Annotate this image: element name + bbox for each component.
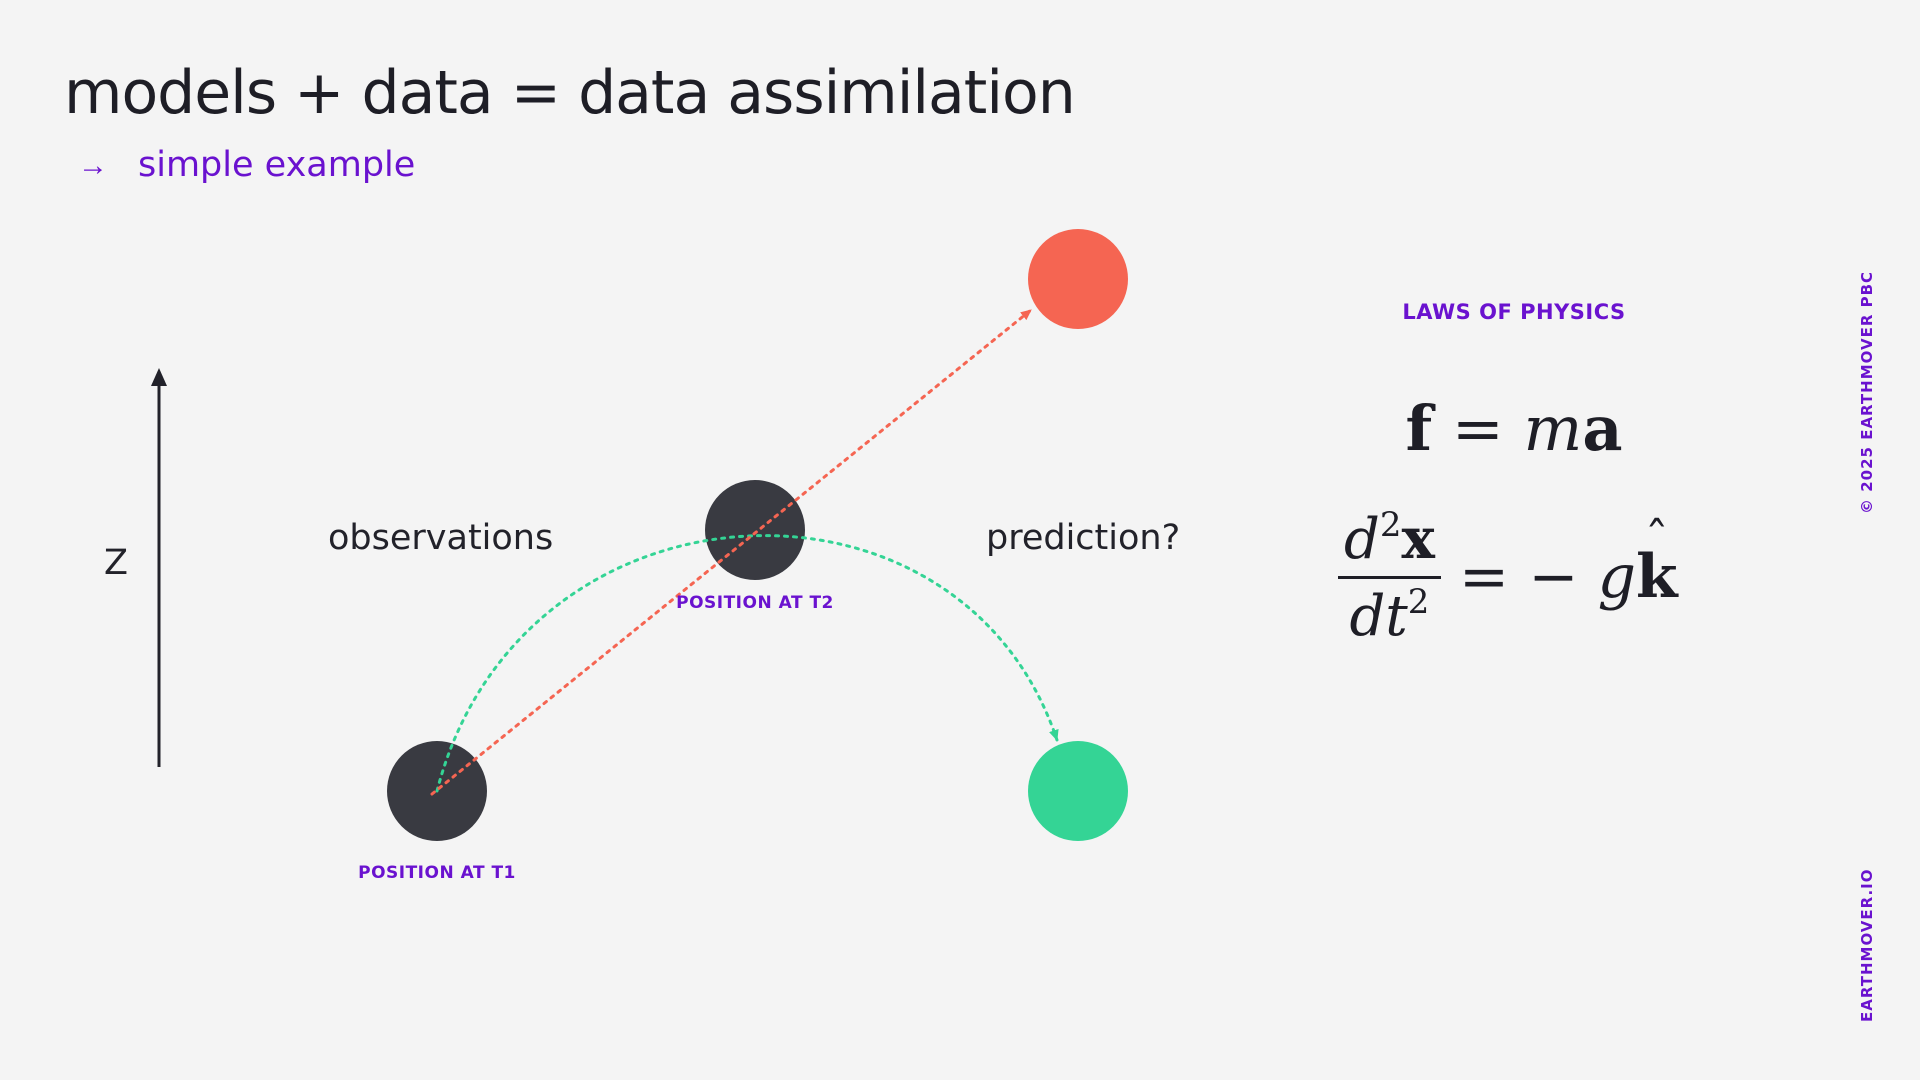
- num-x: x: [1401, 506, 1435, 572]
- linear-extrapolation-line: [430, 308, 1033, 796]
- fraction-bar: [1338, 575, 1441, 579]
- num-exponent: 2: [1379, 505, 1402, 545]
- z-axis-label: Z: [104, 543, 128, 583]
- prediction-label: prediction?: [986, 518, 1181, 558]
- fraction-denominator: dt2: [1343, 581, 1435, 649]
- ball-physics-prediction: [1028, 741, 1128, 841]
- z-axis-arrowhead: [151, 368, 167, 386]
- fraction-numerator: d2x: [1338, 505, 1441, 572]
- den-dt: dt: [1349, 583, 1408, 649]
- rhs-g: g: [1597, 542, 1637, 613]
- observations-label: observations: [328, 518, 554, 558]
- copyright-text: © 2025 EARTHMOVER PBC: [1858, 270, 1876, 514]
- position-t2-label: POSITION AT T2: [676, 593, 834, 613]
- eq1-force: f: [1405, 392, 1433, 465]
- second-derivative-fraction: d2x dt2: [1338, 505, 1441, 649]
- right-arrow-icon: →: [78, 148, 108, 182]
- ball-position-t2: [705, 480, 805, 580]
- eq1-acceleration: a: [1582, 392, 1623, 465]
- website-link[interactable]: EARTHMOVER.IO: [1858, 868, 1876, 1022]
- den-exponent: 2: [1407, 581, 1430, 622]
- rhs-minus: = −: [1458, 542, 1598, 613]
- newton-second-law-equation: f = ma: [1405, 392, 1622, 465]
- hat-accent: ˆ: [1644, 512, 1669, 569]
- eq1-mass: m: [1523, 392, 1583, 465]
- physics-trajectory-arc: [435, 534, 1059, 793]
- num-d: d: [1344, 507, 1380, 572]
- slide-subtitle: simple example: [138, 145, 416, 185]
- ball-linear-prediction: [1028, 229, 1128, 329]
- position-t1-label: POSITION AT T1: [358, 863, 516, 883]
- subtitle-row: → simple example: [78, 148, 415, 183]
- eq1-equals: =: [1432, 392, 1524, 465]
- slide-title: models + data = data assimilation: [64, 58, 1076, 128]
- laws-of-physics-heading: LAWS OF PHYSICS: [1402, 300, 1626, 324]
- rhs-k: k: [1636, 542, 1678, 613]
